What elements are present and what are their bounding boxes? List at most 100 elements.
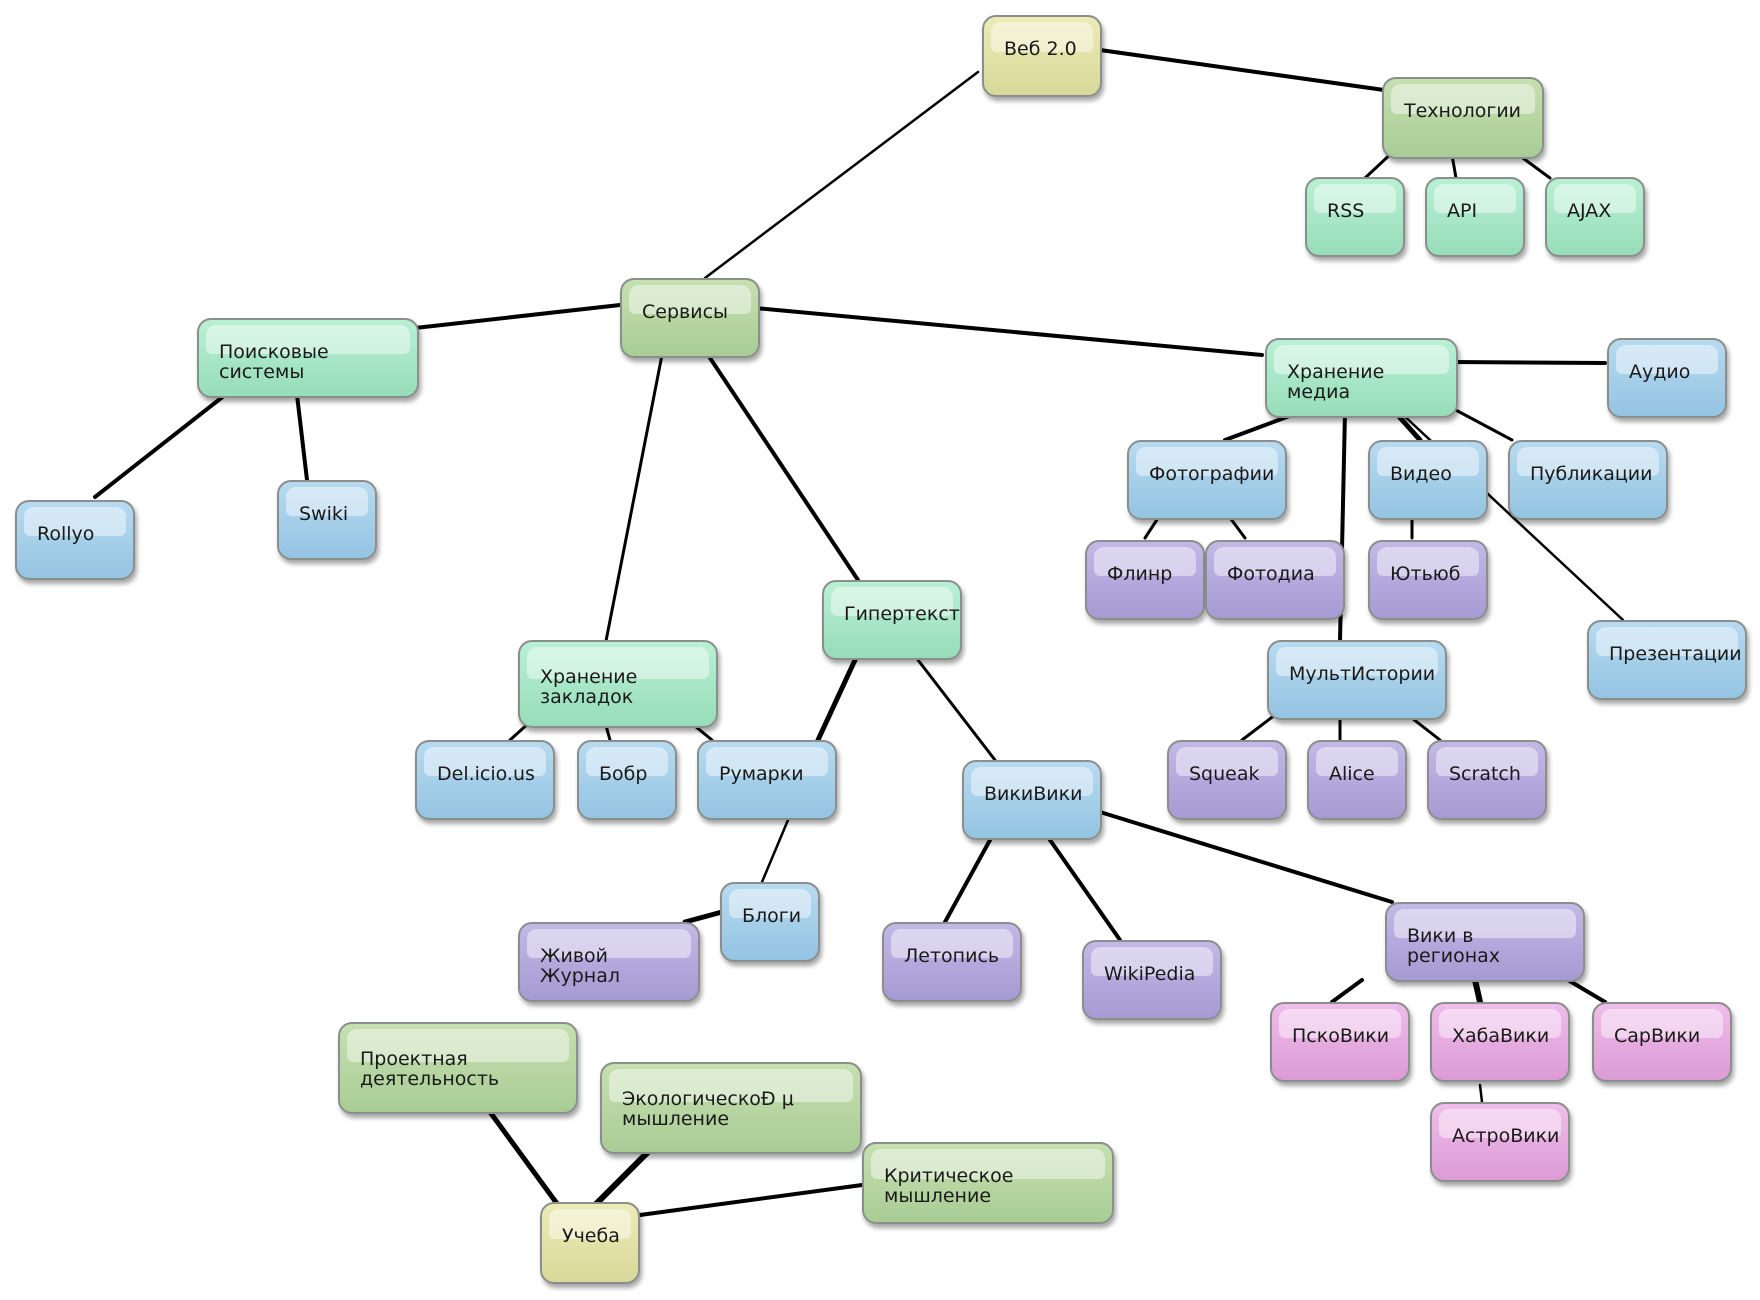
node-label: ЭкологическоÐ μ мышление (622, 1088, 794, 1130)
node-pskowiki[interactable]: ПскоВики (1270, 1002, 1410, 1082)
edge-blogi-lj (682, 909, 725, 925)
node-live-journal[interactable]: Живой Журнал (518, 922, 700, 1002)
node-label: Squeak (1189, 763, 1260, 785)
node-label: Swiki (299, 503, 349, 525)
node-label: Критическое мышление (884, 1165, 1014, 1207)
node-label: Гипертекст (844, 603, 960, 625)
node-label: Фотографии (1149, 463, 1275, 485)
node-label: ХабаВики (1452, 1025, 1550, 1047)
node-label: Живой Журнал (540, 945, 620, 987)
node-squeak[interactable]: Squeak (1167, 740, 1287, 820)
node-wikipedia[interactable]: WikiPedia (1082, 940, 1222, 1020)
edge-hypertext-rumarki (815, 657, 858, 743)
node-youtube[interactable]: Ютьюб (1368, 540, 1488, 620)
edge-services-search (413, 303, 622, 330)
edge-regions-sar (1566, 978, 1607, 1004)
node-label: Alice (1329, 763, 1375, 785)
edge-search-rollyo (93, 393, 227, 499)
node-label: АстроВики (1452, 1125, 1560, 1147)
node-rss[interactable]: RSS (1305, 177, 1405, 257)
node-label: Учеба (562, 1225, 620, 1247)
node-ecological-thinking[interactable]: ЭкологическоÐ μ мышление (600, 1062, 862, 1154)
node-wiki-in-regions[interactable]: Вики в регионах (1385, 902, 1585, 982)
node-habawiki[interactable]: ХабаВики (1430, 1002, 1570, 1082)
node-bobr[interactable]: Бобр (577, 740, 677, 820)
node-critical-thinking[interactable]: Критическое мышление (862, 1142, 1114, 1224)
node-label: ВикиВики (984, 783, 1083, 805)
node-sarwiki[interactable]: СарВики (1592, 1002, 1732, 1082)
node-hypertext[interactable]: Гипертекст (822, 580, 962, 660)
node-label: Сервисы (642, 301, 729, 323)
edge-regions-pskov (1330, 978, 1364, 1004)
edge-services-bookmarks (604, 353, 664, 643)
node-label: Публикации (1530, 463, 1653, 485)
node-project-activity[interactable]: Проектная деятельность (338, 1022, 578, 1114)
node-label: Вики в регионах (1407, 925, 1501, 967)
node-blogs[interactable]: Блоги (720, 882, 820, 962)
node-flickr[interactable]: Флинр (1085, 540, 1205, 620)
edge-veb-services (703, 70, 980, 280)
node-label: Румарки (719, 763, 804, 785)
node-media-storage[interactable]: Хранение медиа (1265, 338, 1458, 418)
edge-rumarki-blogi (760, 818, 790, 884)
edge-wikiwiki-letopis (943, 838, 992, 924)
node-label: Флинр (1107, 563, 1173, 585)
node-label: Бобр (599, 763, 648, 785)
edge-ucheba-critical (638, 1183, 864, 1217)
node-services[interactable]: Сервисы (620, 278, 760, 358)
node-alice[interactable]: Alice (1307, 740, 1407, 820)
node-presentations[interactable]: Презентации (1587, 620, 1747, 700)
node-technologies[interactable]: Технологии (1382, 77, 1544, 159)
edge-wikiwiki-wikipedia (1048, 838, 1122, 942)
node-label: Rollyo (37, 523, 95, 545)
node-search-engines[interactable]: Поисковые системы (197, 318, 419, 398)
edge-regions-haba (1472, 977, 1483, 1005)
node-label: WikiPedia (1104, 963, 1196, 985)
node-label: Технологии (1404, 100, 1522, 122)
edge-media-audio (1450, 360, 1607, 365)
node-bookmark-storage[interactable]: Хранение закладок (518, 640, 718, 728)
node-label: Летопись (904, 945, 1000, 967)
node-photos[interactable]: Фотографии (1127, 440, 1287, 520)
edge-search-swiki (295, 393, 309, 482)
node-publications[interactable]: Публикации (1508, 440, 1668, 520)
node-video[interactable]: Видео (1368, 440, 1488, 520)
node-label: AJAX (1567, 200, 1612, 222)
node-label: Фотодиа (1227, 563, 1315, 585)
node-rumarki[interactable]: Румарки (697, 740, 837, 820)
edge-ucheba-project (487, 1109, 561, 1208)
node-letopis[interactable]: Летопись (882, 922, 1022, 1002)
node-label: СарВики (1614, 1025, 1701, 1047)
node-astrowiki[interactable]: АстроВики (1430, 1102, 1570, 1182)
node-label: RSS (1327, 200, 1365, 222)
node-swiki[interactable]: Swiki (277, 480, 377, 560)
node-fotodia[interactable]: Фотодиа (1205, 540, 1345, 620)
edge-wikiwiki-regions (1098, 810, 1394, 904)
node-api[interactable]: API (1425, 177, 1525, 257)
edge-services-media (753, 306, 1264, 357)
node-label: Scratch (1449, 763, 1521, 785)
node-label: МультИстории (1289, 663, 1436, 685)
edge-multi-squeak (1240, 713, 1277, 742)
node-label: Поисковые системы (219, 341, 329, 383)
edge-ucheba-eco (592, 1147, 653, 1208)
node-audio[interactable]: Аудио (1607, 338, 1727, 418)
edge-media-pubs (1450, 406, 1514, 442)
node-label: Аудио (1629, 361, 1691, 383)
node-scratch[interactable]: Scratch (1427, 740, 1547, 820)
node-delicious[interactable]: Del.icio.us (415, 740, 555, 820)
node-ajax[interactable]: AJAX (1545, 177, 1645, 257)
node-wikiwiki[interactable]: ВикиВики (962, 760, 1102, 840)
node-veb-2-0[interactable]: Веб 2.0 (982, 15, 1102, 97)
node-label: Блоги (742, 905, 802, 927)
node-label: Хранение медиа (1287, 361, 1385, 403)
node-rollyo[interactable]: Rollyo (15, 500, 135, 580)
node-label: ПскоВики (1292, 1025, 1390, 1047)
node-multistories[interactable]: МультИстории (1267, 640, 1447, 720)
node-label: API (1447, 200, 1478, 222)
node-label: Ютьюб (1390, 563, 1461, 585)
node-ucheba[interactable]: Учеба (540, 1202, 640, 1284)
edge-hypertext-wikiwiki (916, 658, 997, 762)
